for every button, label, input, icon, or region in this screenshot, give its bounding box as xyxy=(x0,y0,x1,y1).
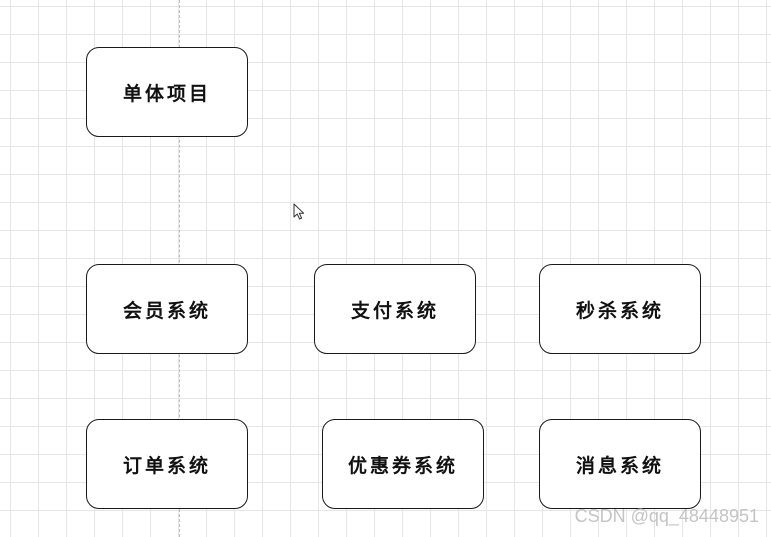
node-label: 支付系统 xyxy=(350,299,439,322)
node-label: 单体项目 xyxy=(122,82,211,105)
node-label: 会员系统 xyxy=(122,299,211,322)
node-seckill-system[interactable]: 秒杀系统 xyxy=(539,264,701,354)
node-member-system[interactable]: 会员系统 xyxy=(86,264,248,354)
watermark: CSDN @qq_48448951 xyxy=(574,506,759,526)
node-payment-system[interactable]: 支付系统 xyxy=(314,264,476,354)
node-coupon-system[interactable]: 优惠券系统 xyxy=(322,419,484,509)
mouse-pointer-icon xyxy=(293,203,305,220)
node-label: 订单系统 xyxy=(122,454,211,477)
node-label: 优惠券系统 xyxy=(347,454,458,477)
node-monolith-project[interactable]: 单体项目 xyxy=(86,47,248,137)
node-label: 消息系统 xyxy=(575,454,664,477)
node-order-system[interactable]: 订单系统 xyxy=(86,419,248,509)
node-label: 秒杀系统 xyxy=(575,299,664,322)
node-message-system[interactable]: 消息系统 xyxy=(539,419,701,509)
